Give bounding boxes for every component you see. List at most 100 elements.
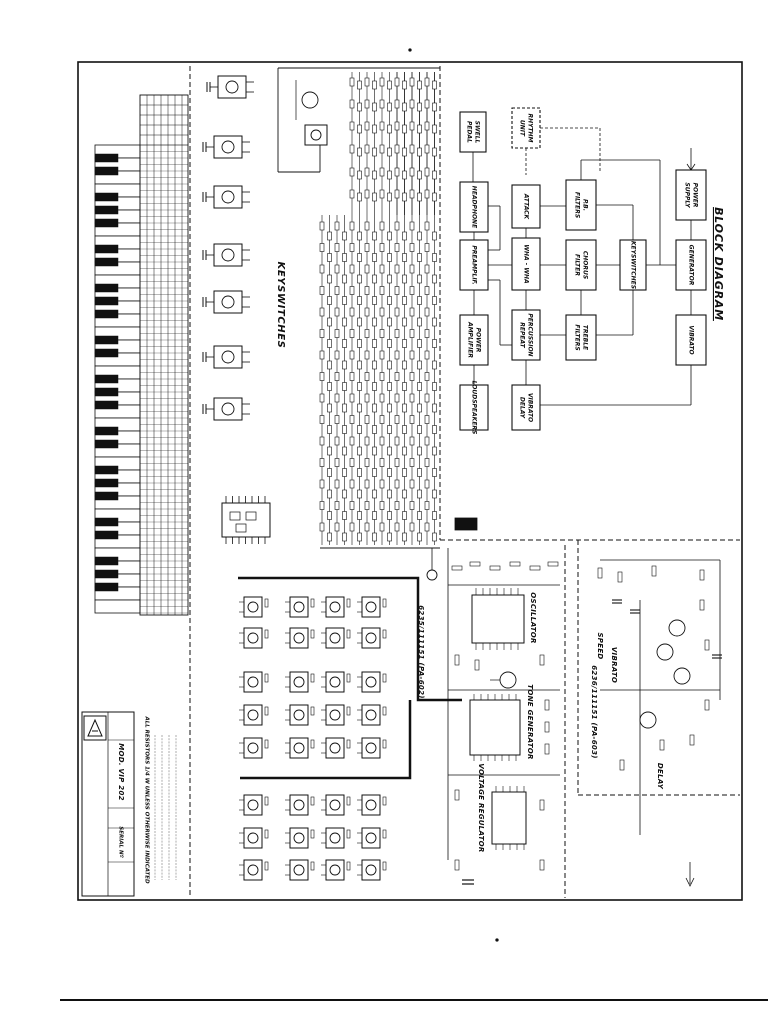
resistor [382, 829, 387, 839]
resistor [372, 80, 377, 90]
resistor [402, 425, 407, 434]
resistor [264, 629, 269, 639]
resistor [342, 532, 347, 542]
block-box-label: LOUDSPEAKERS [471, 381, 478, 435]
resistor [379, 415, 385, 424]
resistor [264, 861, 269, 871]
block-box [459, 111, 487, 153]
keyswitch-ic-symbol [221, 402, 235, 416]
resistor [432, 296, 437, 305]
resistor [342, 360, 347, 370]
resistor [409, 522, 415, 532]
resistor [387, 253, 392, 262]
resistor [409, 221, 415, 231]
transistor-module [243, 596, 263, 618]
note-resistors: ALL RESISTORS 1/4 W UNLESS OTHERWISE IND… [144, 715, 150, 884]
resistor [387, 339, 392, 348]
resistor [342, 253, 347, 262]
resistor [387, 317, 392, 327]
resistor [349, 243, 355, 252]
resistor [334, 458, 340, 467]
resistor [364, 501, 370, 510]
resistor [357, 317, 362, 327]
keyboard-black-key [94, 374, 119, 384]
transistor-module [289, 704, 309, 726]
resistor [402, 382, 407, 391]
resistor [387, 124, 392, 134]
resistor [349, 189, 355, 199]
resistor [346, 598, 351, 608]
keyboard-black-key [94, 192, 119, 202]
resistor [372, 468, 377, 477]
resistor [357, 192, 362, 202]
resistor [417, 339, 422, 348]
resistor [327, 274, 332, 284]
resistor [417, 468, 422, 477]
keyboard-black-key [94, 400, 119, 410]
title-block [81, 711, 177, 897]
transistor-module [325, 827, 345, 849]
transistor-symbol [293, 864, 305, 876]
resistor [424, 415, 430, 424]
resistor [402, 274, 407, 284]
transistor-symbol [293, 832, 305, 844]
resistor [357, 489, 362, 499]
resistor [310, 861, 315, 871]
resistor [424, 393, 430, 403]
resistor [387, 231, 392, 241]
resistor [424, 479, 430, 489]
resistor [544, 743, 550, 755]
resistor [402, 231, 407, 241]
transistor-module [289, 859, 309, 881]
transistor-symbol [293, 632, 305, 644]
resistor [334, 286, 340, 295]
resistor [264, 796, 269, 806]
block-box-label: FILTERS [574, 324, 581, 350]
block-box-label: KEYSWITCHES [630, 241, 637, 289]
resistor [372, 532, 377, 542]
resistor [364, 167, 370, 177]
resistor [346, 706, 351, 716]
resistor [379, 436, 385, 446]
resistor [357, 360, 362, 370]
resistor [432, 231, 437, 241]
transistor-module [325, 671, 345, 693]
block-box [511, 237, 541, 291]
keyboard-black-key [94, 478, 119, 488]
resistor [704, 639, 710, 651]
transistor-symbol [247, 676, 259, 688]
resistor [349, 286, 355, 295]
resistor [432, 147, 437, 157]
resistor [357, 253, 362, 262]
resistor [342, 274, 347, 284]
resistor [319, 372, 325, 381]
resistor [469, 561, 481, 567]
resistor [394, 77, 400, 87]
block-box-label: POWER [475, 328, 482, 353]
resistor [394, 415, 400, 424]
resistor [379, 243, 385, 252]
resistor [342, 231, 347, 241]
resistor [382, 629, 387, 639]
resistor [357, 511, 362, 520]
resistor [264, 829, 269, 839]
thick-bus-wire [240, 700, 412, 780]
keyswitches-label: KEYSWITCHES [275, 262, 286, 349]
resistor [409, 243, 415, 252]
resistor [342, 489, 347, 499]
resistor [387, 511, 392, 520]
resistor [319, 221, 325, 231]
resistor [402, 403, 407, 413]
resistor [364, 372, 370, 381]
resistor [379, 77, 385, 87]
transistor-symbol [301, 91, 319, 109]
ic-symbol [310, 129, 322, 141]
resistor [364, 77, 370, 87]
resistor [544, 721, 550, 733]
resistor [310, 629, 315, 639]
resistor [349, 121, 355, 131]
block-box [459, 181, 489, 233]
resistor [409, 189, 415, 199]
transistor-symbol [668, 619, 686, 637]
